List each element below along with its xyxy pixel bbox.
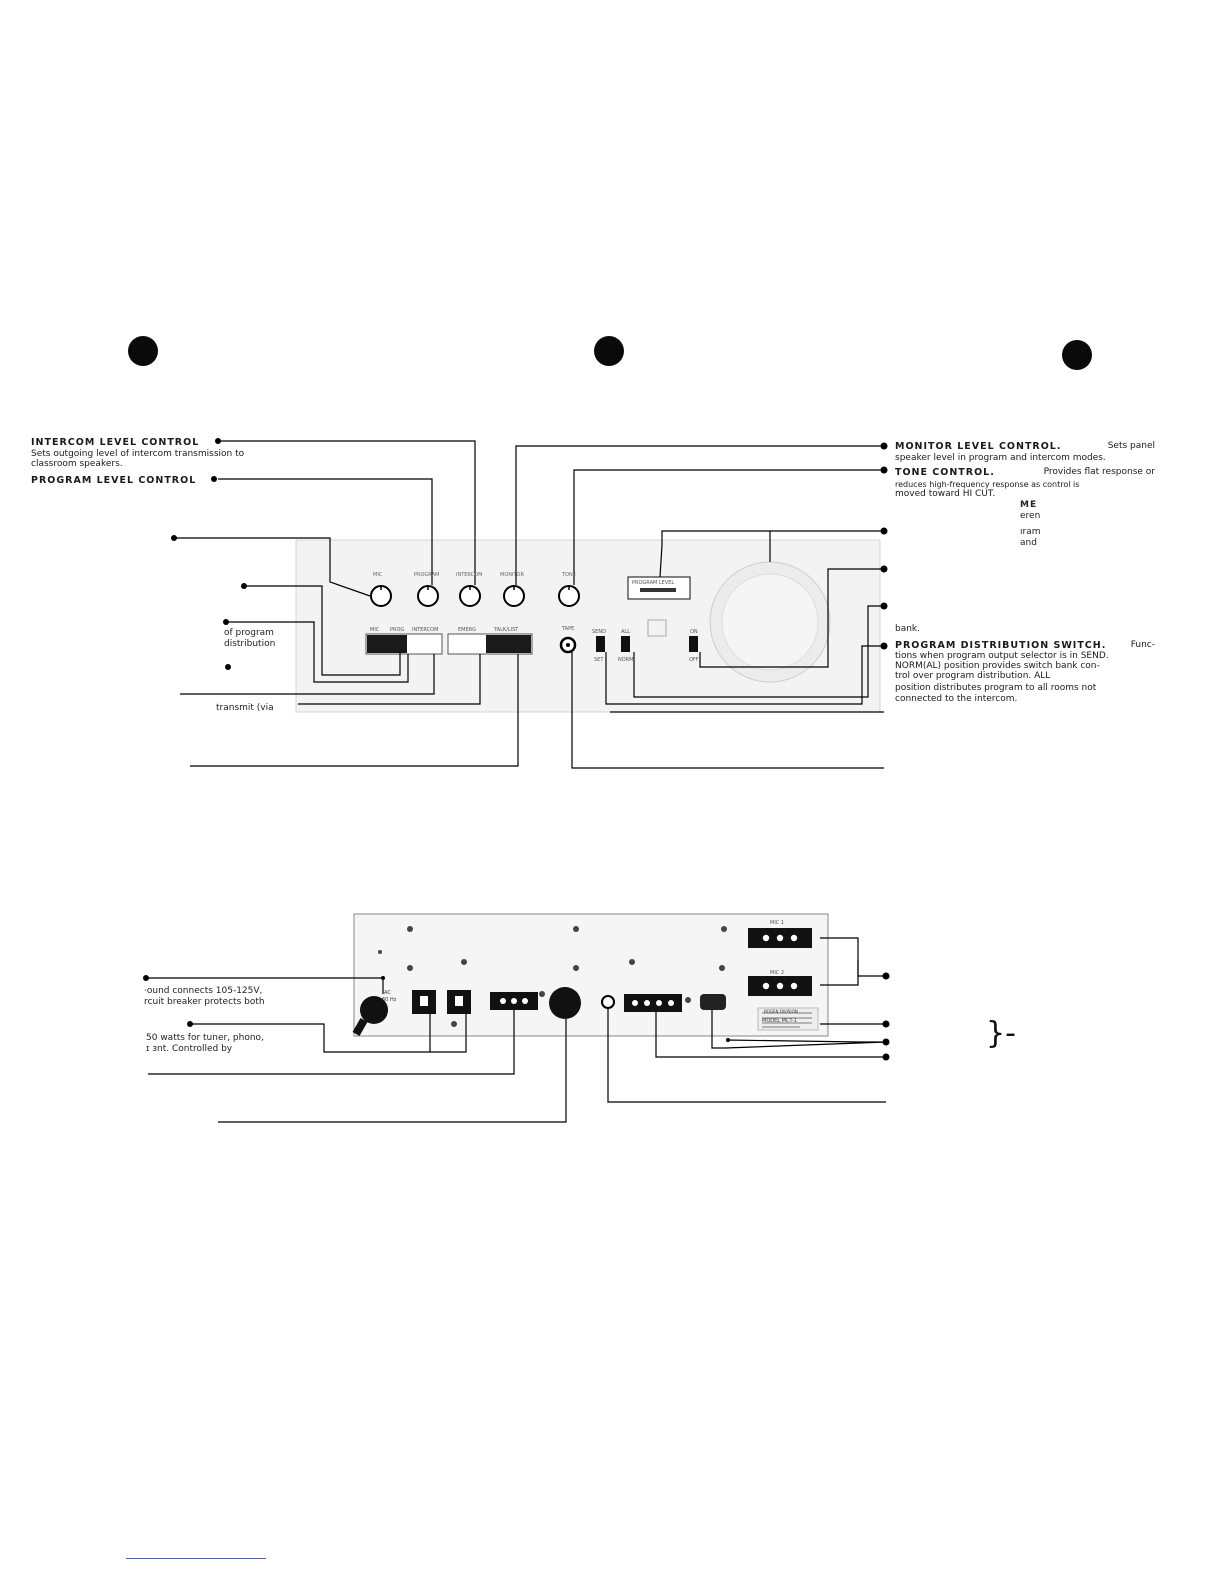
rear-panel-screws — [378, 926, 727, 1027]
send-set-switch — [596, 636, 605, 652]
label-meter: PROGRAM LEVEL — [632, 580, 675, 586]
fragment-bank: bank. — [895, 624, 921, 634]
rear-switch — [700, 994, 726, 1010]
front-leader-lines — [174, 440, 884, 769]
intercom-level-title: INTERCOM LEVEL CONTROL — [31, 437, 200, 448]
label-knob-intercom: INTERCOM — [456, 572, 483, 578]
label-tape: TAPE — [562, 626, 575, 632]
fragment-eren: eren — [1020, 511, 1041, 521]
rear-leader-lines — [146, 937, 887, 1123]
intercom-level-desc-2: classroom speakers. — [31, 459, 123, 469]
label-sw-talk-list: TALK/LIST — [494, 627, 519, 633]
program-distribution-desc-1: Func- — [1130, 640, 1155, 650]
label-norm: NORM — [618, 657, 634, 663]
binder-hole-left — [128, 336, 158, 366]
label-power-off: OFF — [689, 657, 699, 663]
program-distribution-desc-6: connected to the intercom. — [895, 694, 1018, 704]
label-all: ALL — [621, 629, 630, 635]
label-sw-emerg: EMERG — [458, 627, 476, 633]
label-send: SEND — [592, 629, 606, 635]
tone-control-callout: TONE CONTROL. Provides flat response or — [895, 467, 1155, 479]
fragment-of-program: of program — [224, 628, 274, 638]
program-distribution-desc-2: tions when program output selector is in… — [895, 651, 1109, 661]
program-distribution-desc-5: position distributes program to all room… — [895, 683, 1097, 693]
label-knob-monitor: MONITOR — [500, 572, 524, 578]
label-hz: 60 Hz — [382, 997, 397, 1003]
all-norm-switch — [621, 636, 630, 652]
label-knob-program: PROGRAM — [414, 572, 440, 578]
fragment-ground: ·ound connects 105-125V, — [144, 986, 263, 996]
binder-hole-center — [594, 336, 624, 366]
tone-control-desc-1: Provides flat response or — [1043, 467, 1155, 477]
program-distribution-title: PROGRAM DISTRIBUTION SWITCH. — [895, 640, 1107, 651]
tone-control-title: TONE CONTROL. — [895, 467, 995, 478]
fragment-controlled: ɪ ɜnt. Controlled by — [146, 1044, 233, 1054]
label-model: MODEL MCT-1 — [762, 1018, 798, 1024]
power-cord — [360, 996, 388, 1024]
terminal-strip-2 — [624, 994, 682, 1012]
label-nameplate: BOGEN DIVISION — [764, 1009, 798, 1014]
fragment-breaker: rcuit breaker protects both — [144, 997, 265, 1007]
monitor-level-title: MONITOR LEVEL CONTROL. — [895, 441, 1062, 452]
fragment-iram: ıram — [1020, 527, 1041, 537]
power-switch — [689, 636, 698, 652]
circuit-breaker — [549, 987, 581, 1019]
fragment-me: ME — [1020, 500, 1038, 510]
monitor-level-callout: MONITOR LEVEL CONTROL. Sets panel — [895, 441, 1155, 453]
monitor-level-desc-1: Sets panel — [1107, 441, 1155, 451]
label-knob-tone: TONE — [562, 572, 576, 578]
fragment-and: and — [1020, 538, 1037, 548]
tone-control-desc-2: reduces high-frequency response as contr… — [895, 480, 1080, 489]
label-sw-prog: PROG — [390, 627, 405, 633]
label-set: SET — [594, 657, 604, 663]
program-distribution-desc-4: trol over program distribution. ALL — [895, 671, 1051, 681]
label-knob-mic: MIC — [373, 572, 383, 578]
label-sw-mic: MIC — [370, 627, 380, 633]
intercom-level-desc-1: Sets outgoing level of intercom transmis… — [31, 449, 245, 459]
fragment-distribution: distribution — [224, 639, 276, 649]
monitor-level-desc-2: speaker level in program and intercom mo… — [895, 453, 1106, 463]
footnote-rule — [126, 1558, 266, 1559]
nameplate — [757, 1007, 819, 1031]
label-sw-intercom: INTERCOM — [412, 627, 439, 633]
label-mic2: MIC 2 — [770, 970, 785, 976]
binder-hole-right — [1062, 340, 1092, 370]
fragment-watts: 50 watts for tuner, phono, — [146, 1033, 264, 1043]
front-leader-dots — [171, 438, 888, 670]
label-mic1: MIC 1 — [770, 920, 785, 926]
tone-control-desc-3: moved toward HI CUT. — [895, 489, 996, 499]
bracket-symbol: }- — [986, 1016, 1016, 1051]
rca-jack — [601, 995, 615, 1009]
label-power-on: ON — [690, 629, 698, 635]
program-distribution-callout: PROGRAM DISTRIBUTION SWITCH. Func- — [895, 640, 1155, 652]
rear-leader-dots — [143, 972, 890, 1061]
label-ac: AC — [384, 990, 391, 996]
fragment-transmit: transmit (via — [216, 703, 274, 713]
program-level-title: PROGRAM LEVEL CONTROL — [31, 475, 197, 486]
program-distribution-desc-3: NORM(AL) position provides switch bank c… — [895, 661, 1100, 671]
